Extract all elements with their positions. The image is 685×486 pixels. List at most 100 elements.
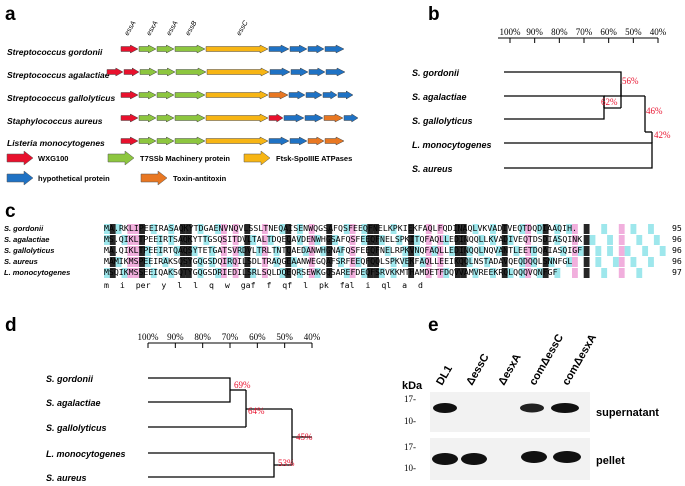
tree-b-branches	[504, 71, 653, 169]
alignment-shade	[466, 246, 473, 256]
alignment-shade	[648, 257, 654, 267]
alignment-shade	[109, 246, 116, 256]
alignment-shade	[256, 246, 262, 256]
panel-a-gene-clusters: essA esxA essA essB essC Streptococcus g…	[6, 19, 359, 186]
alignment-shade	[139, 268, 145, 278]
marker-17-sup: 17-	[404, 394, 416, 404]
alignment-shade	[115, 224, 122, 234]
gene-arrow	[206, 67, 270, 77]
alignment-shade	[180, 246, 186, 256]
alignment-sequence: MS.QIKLTPEEIRTSAQKYTTGSQSITDVLTALTDQEQAV…	[104, 234, 583, 244]
alignment-shade	[525, 235, 532, 245]
taxon-d-gallolyticus: S. gallolyticus	[46, 423, 107, 433]
species-s-gordonii: Streptococcus gordonii	[7, 47, 103, 57]
alignment-shade	[408, 268, 415, 278]
alignment-shade	[636, 235, 643, 245]
alignment-shade	[343, 268, 350, 278]
alignment-shade	[127, 246, 134, 256]
alignment-shade	[144, 257, 151, 267]
taxon-d-aureus: S. aureus	[46, 473, 87, 483]
gene-arrow	[304, 113, 324, 123]
alignment-shade	[209, 257, 216, 267]
legend-wxg100: WXG100	[38, 154, 68, 163]
alignment-length: 97	[672, 267, 682, 277]
scale-tick-label: 50%	[625, 27, 642, 37]
alignment-shade	[542, 235, 549, 245]
alignment-shade	[378, 268, 385, 278]
gene-arrow	[138, 90, 157, 100]
alignment-shade	[221, 268, 227, 278]
alignment-shade	[109, 268, 116, 278]
alignment-shade	[566, 224, 572, 234]
alignment-shade	[226, 257, 233, 267]
alignment-shade	[232, 246, 239, 256]
alignment-shade	[326, 268, 333, 278]
alignment-shade	[478, 246, 485, 256]
gene-arrow	[120, 136, 139, 146]
lane-dessc: ΔessC	[464, 352, 492, 388]
alignment-shade	[601, 268, 608, 278]
alignment-shade	[583, 268, 590, 278]
alignment-shade	[221, 246, 227, 256]
panel-e-blot: DL1 ΔessC ΔesxA comΔessC comΔesxA kDa 17…	[402, 332, 659, 480]
marker-17-pel: 17-	[404, 442, 416, 452]
marker-10-pel: 10-	[404, 463, 416, 473]
panel-b-tree: 100%90%80%70%60%50%40% S. gordonii S. ag…	[412, 27, 671, 174]
alignment-shade	[466, 257, 473, 267]
alignment-sequence: MA.QIKLTPEEIRTQAQSYTETGATSVRDVLTRLTNTQAE…	[104, 245, 583, 255]
gene-arrow	[139, 67, 158, 77]
alignment-shade	[285, 246, 292, 256]
node-d-45: 45%	[296, 432, 313, 442]
alignment-shade	[221, 224, 227, 234]
alignment-shade	[332, 235, 338, 245]
alignment-length: 96	[672, 245, 682, 255]
gene-arrow	[324, 136, 345, 146]
alignment-shade	[133, 268, 140, 278]
legend-swatch-wxg100	[6, 150, 34, 166]
taxon-d-gordonii: S. gordonii	[46, 374, 93, 384]
alignment-shade	[361, 268, 368, 278]
gene-arrow	[290, 67, 309, 77]
alignment-shade	[168, 224, 175, 234]
gene-arrow	[174, 90, 206, 100]
legend-t7ssb: T7SSb Machinery protein	[140, 154, 230, 163]
band-pel-dessc	[461, 453, 487, 465]
alignment-shade	[402, 257, 409, 267]
node-d-69: 69%	[234, 380, 251, 390]
alignment-shade	[437, 246, 444, 256]
gene-arrow	[174, 136, 206, 146]
marker-10-sup: 10-	[404, 416, 416, 426]
alignment-shade	[115, 257, 122, 267]
alignment-shade	[215, 268, 221, 278]
alignment-shade	[109, 257, 116, 267]
scale-tick-label: 100%	[500, 27, 522, 37]
alignment-shade	[431, 246, 438, 256]
alignment-shade	[133, 257, 140, 267]
blot-label-supernatant: supernatant	[596, 407, 659, 419]
gene-arrow	[268, 44, 290, 54]
alignment-shade	[261, 257, 268, 267]
alignment-shade	[630, 224, 637, 234]
lane-comdesxa: comΔesxA	[560, 332, 599, 387]
band-sup-comdesxa	[551, 403, 579, 413]
alignment-shade	[525, 268, 532, 278]
alignment-shade	[425, 235, 432, 245]
alignment-shade	[542, 246, 549, 256]
scale-tick-label: 70%	[576, 27, 593, 37]
scale-tick-label: 80%	[551, 27, 568, 37]
alignment-shade	[180, 257, 186, 267]
alignment-shade	[542, 257, 549, 267]
alignment-shade	[285, 235, 292, 245]
gene-arrow-rows	[106, 44, 359, 146]
alignment-shade	[250, 268, 257, 278]
alignment-shade	[589, 235, 596, 245]
alignment-species: S. aureus	[4, 257, 38, 266]
alignment-shade	[648, 224, 654, 234]
alignment-shade	[297, 268, 303, 278]
alignment-shade	[326, 224, 333, 234]
alignment-shade	[618, 246, 625, 256]
alignment-shade	[572, 235, 578, 245]
alignment-shade	[232, 268, 239, 278]
legend-swatch-hypothetical	[6, 170, 34, 186]
alignment-shade	[583, 257, 590, 267]
